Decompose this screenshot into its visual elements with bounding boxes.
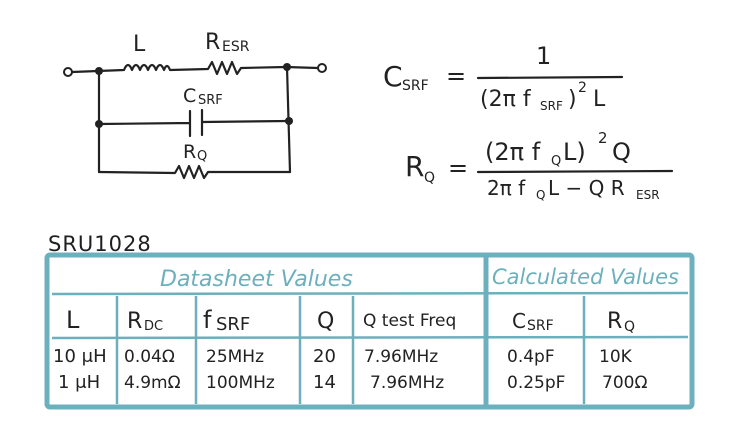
cell-q: 20 xyxy=(313,346,336,367)
header-qfreq: Q test Freq xyxy=(363,311,456,331)
header-rq-sub: Q xyxy=(624,319,635,335)
circuit-diagram: L R ESR C SRF R Q xyxy=(63,30,327,180)
eq2-fraction-bar xyxy=(476,169,674,174)
cell-qfreq: 7.96MHz xyxy=(370,373,444,393)
label-rq-main: R xyxy=(183,141,196,163)
part-number: SRU1028 xyxy=(48,232,152,256)
cell-q: 14 xyxy=(313,372,336,393)
header-q: Q xyxy=(317,309,334,334)
rq-branch xyxy=(97,164,292,180)
table-row: 10 μH 0.04Ω 25MHz 20 7.96MHz 0.4pF 10K xyxy=(53,346,633,367)
header-l: L xyxy=(66,306,80,334)
eq1-fraction-bar xyxy=(476,75,624,80)
label-resr-main: R xyxy=(205,30,220,55)
eq1-den-tail: L xyxy=(593,87,606,112)
eq2-den-sub1: Q xyxy=(536,188,545,202)
calculated-title: Calculated Values xyxy=(492,265,679,289)
eq2-den-sub2: ESR xyxy=(636,188,660,202)
label-resr-sub: ESR xyxy=(222,39,250,55)
eq2-den-a: 2π f xyxy=(487,176,526,200)
eq1-den-close: ) xyxy=(568,87,577,112)
eq2-lhs: R xyxy=(405,150,424,183)
header-rule xyxy=(51,335,689,340)
eq2-lhs-sub: Q xyxy=(424,170,435,186)
eq2-equals: = xyxy=(448,154,468,182)
right-rail xyxy=(285,65,292,174)
eq1-numerator: 1 xyxy=(536,42,551,70)
header-fsrf-sub: SRF xyxy=(216,314,250,335)
cell-l: 10 μH xyxy=(53,346,107,367)
eq1-lhs: C xyxy=(383,60,403,93)
eq1-equals: = xyxy=(446,62,466,90)
cell-qfreq: 7.96MHz xyxy=(364,347,438,367)
cell-rq: 700Ω xyxy=(602,373,647,393)
equation-csrf: C SRF = 1 (2π f SRF ) 2 L xyxy=(383,42,624,113)
top-wire xyxy=(70,60,320,76)
label-rq-sub: Q xyxy=(197,149,207,164)
header-csrf-sub: SRF xyxy=(527,318,554,334)
header-csrf: C xyxy=(512,309,526,333)
cell-l: 1 μH xyxy=(58,372,100,393)
eq1-den-sub: SRF xyxy=(540,99,563,113)
cell-rdc: 4.9mΩ xyxy=(124,373,181,393)
cell-rq: 10K xyxy=(599,347,633,367)
title-rule xyxy=(51,291,689,296)
datasheet-title: Datasheet Values xyxy=(160,267,353,292)
cell-csrf: 0.4pF xyxy=(507,347,555,367)
cell-fsrf: 25MHz xyxy=(206,347,264,367)
header-fsrf: f xyxy=(203,306,212,334)
left-terminal xyxy=(63,67,73,77)
label-inductor: L xyxy=(133,32,146,57)
capacitor-branch xyxy=(97,108,291,138)
label-csrf-main: C xyxy=(183,85,196,107)
label-csrf-sub: SRF xyxy=(198,93,223,108)
eq1-lhs-sub: SRF xyxy=(402,78,429,94)
eq2-num-open: (2π f xyxy=(485,138,541,166)
table-border xyxy=(44,252,695,410)
equation-rq: R Q = (2π f Q L) 2 Q 2π f Q L − Q R ESR xyxy=(405,129,674,202)
header-rdc: R xyxy=(127,309,142,334)
cell-rdc: 0.04Ω xyxy=(124,347,175,367)
values-table: Datasheet Values Calculated Values L R D… xyxy=(44,252,695,410)
eq2-den-b: L − Q R xyxy=(548,176,625,200)
cell-fsrf: 100MHz xyxy=(206,373,275,393)
eq2-num-exp: 2 xyxy=(598,129,608,147)
eq2-num-sub: Q xyxy=(551,154,561,169)
column-rules xyxy=(115,296,586,404)
eq1-den-open: (2π f xyxy=(480,87,532,112)
table-row: 1 μH 4.9mΩ 100MHz 14 7.96MHz 0.25pF 700Ω xyxy=(58,372,647,393)
header-rdc-sub: DC xyxy=(144,319,163,334)
cell-csrf: 0.25pF xyxy=(507,373,565,393)
right-terminal xyxy=(317,63,327,73)
header-rq: R xyxy=(607,309,622,334)
eq1-den-exp: 2 xyxy=(578,80,587,96)
eq2-num-tail: Q xyxy=(612,138,631,166)
eq2-num-mid: L) xyxy=(563,138,586,166)
